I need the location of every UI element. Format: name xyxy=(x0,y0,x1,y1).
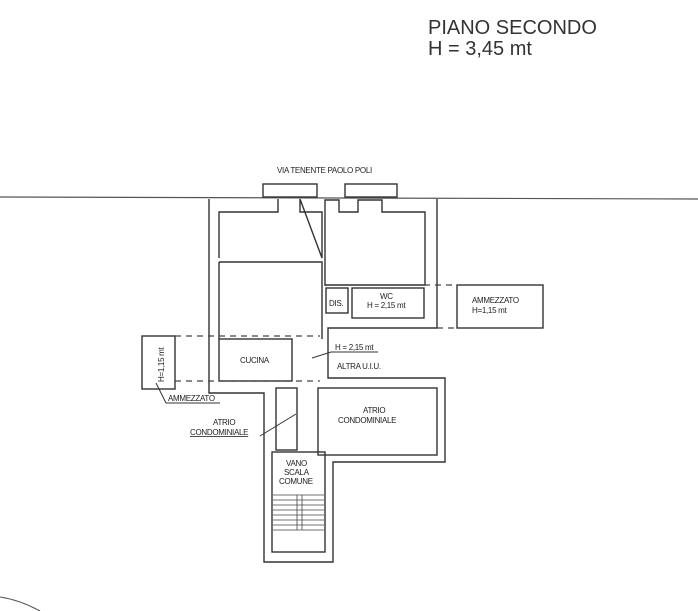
plan-title: PIANO SECONDO H = 3,45 mt xyxy=(428,18,597,60)
atrio-left-label-2: CONDOMINIALE xyxy=(190,428,248,437)
dis-room xyxy=(325,287,349,314)
vano-label: VANO xyxy=(286,459,307,468)
floor-name: PIANO SECONDO xyxy=(428,17,597,39)
atrio-right-label-2: CONDOMINIALE xyxy=(338,416,396,425)
atrio-right-label: ATRIO xyxy=(363,406,385,415)
stair-room xyxy=(271,451,326,553)
atrio-left-label: ATRIO xyxy=(213,418,235,427)
street-line xyxy=(0,196,698,200)
cucina-label: CUCINA xyxy=(240,356,270,365)
ammezzato-right-box xyxy=(456,284,544,329)
leader-line xyxy=(311,351,378,359)
leader-line xyxy=(155,382,220,404)
balcony-left xyxy=(262,183,318,198)
ammezzato-right-height: H=1,15 mt xyxy=(472,306,508,315)
wc-label: WC xyxy=(380,292,393,301)
dis-label: DIS. xyxy=(329,299,343,308)
atrio-left-room xyxy=(275,387,298,451)
room-top-right xyxy=(324,199,426,286)
outer-wall xyxy=(208,199,446,563)
street-label: VIA TENENTE PAOLO POLI xyxy=(277,166,372,175)
wc-room xyxy=(351,287,425,319)
vano-label-3: COMUNE xyxy=(279,477,313,486)
stair-steps xyxy=(273,494,324,531)
altra-height: H = 2,15 mt xyxy=(335,343,374,352)
room-top-left xyxy=(218,198,323,259)
wc-height: H = 2,15 mt xyxy=(367,301,406,310)
altra-uiu-label: ALTRA U.I.U. xyxy=(337,362,381,371)
room-living xyxy=(218,261,323,339)
ammezzato-left-height: H=1,15 mt xyxy=(157,346,166,382)
leader-line xyxy=(259,413,297,437)
ammezzato-right-label: AMMEZZATO xyxy=(472,296,519,305)
floor-height: H = 3,45 mt xyxy=(428,38,532,60)
balcony-right xyxy=(344,183,398,198)
scan-mark xyxy=(0,596,41,611)
ammezzato-left-label: AMMEZZATO xyxy=(168,394,215,403)
atrio-right-room xyxy=(317,387,438,456)
vano-label-2: SCALA xyxy=(284,468,310,477)
